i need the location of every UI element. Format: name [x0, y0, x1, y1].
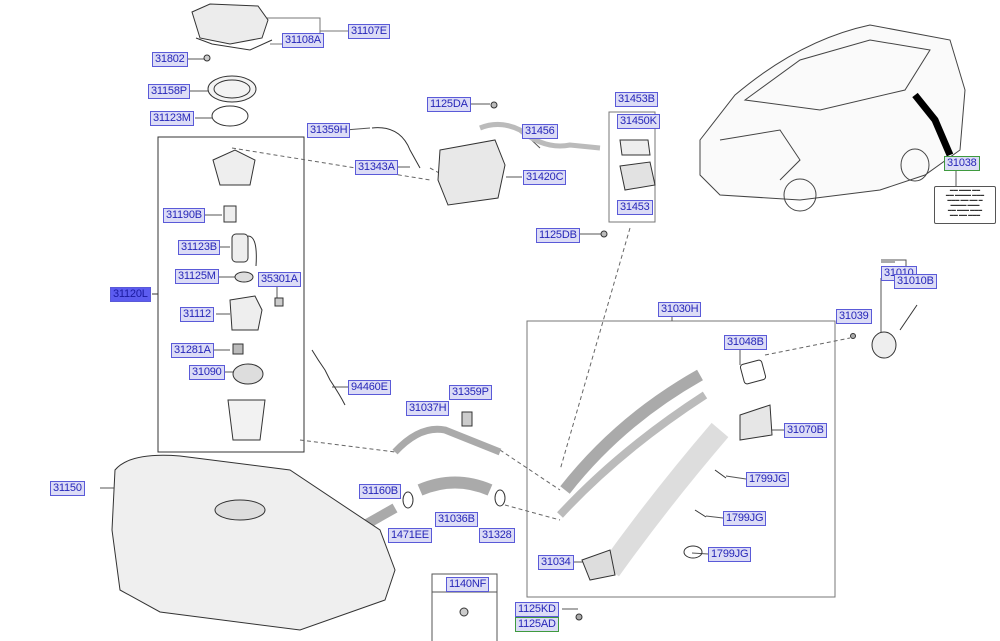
part-label[interactable]: 31112 [180, 307, 214, 322]
part-label[interactable]: 31070B [784, 423, 827, 438]
part-label[interactable]: 31359H [307, 123, 351, 138]
part-label[interactable]: 1140NF [446, 577, 490, 592]
part-label[interactable]: 31125M [175, 269, 219, 284]
part-label[interactable]: 31038 [944, 156, 980, 171]
part-label[interactable]: 35301A [258, 272, 301, 287]
part-label[interactable]: 31281A [171, 343, 214, 358]
bolt-box [431, 573, 498, 641]
canister [437, 139, 506, 206]
part-label[interactable]: 1471EE [388, 528, 432, 543]
part-label[interactable]: 31420C [523, 170, 567, 185]
part-label[interactable]: 1799JG [708, 547, 752, 562]
part-label[interactable]: 31160B [359, 484, 401, 499]
filler-neck-group-box [526, 320, 836, 598]
part-label[interactable]: 1125DA [427, 97, 471, 112]
part-label[interactable]: 31453 [617, 200, 653, 215]
fuel-tank [111, 454, 396, 631]
part-label[interactable]: 1799JG [723, 511, 767, 526]
part-label[interactable]: 31037H [406, 401, 450, 416]
part-label[interactable]: 94460E [348, 380, 391, 395]
part-label[interactable]: 31034 [538, 555, 574, 570]
part-label[interactable]: 31802 [152, 52, 188, 67]
part-label[interactable]: 1125AD [515, 617, 559, 632]
pump-cover [191, 3, 269, 45]
part-label[interactable]: 1125KD [515, 602, 559, 617]
car-illustration [699, 24, 966, 212]
part-label[interactable]: 31108A [282, 33, 324, 48]
part-label[interactable]: 31343A [355, 160, 398, 175]
part-label[interactable]: 31150 [50, 481, 85, 496]
part-label[interactable]: 31359P [449, 385, 492, 400]
part-label[interactable]: 31190B [163, 208, 205, 223]
part-label[interactable]: 1125DB [536, 228, 580, 243]
vent-valve-group-box [608, 111, 656, 223]
part-label[interactable]: 31328 [479, 528, 515, 543]
part-label[interactable]: 31158P [148, 84, 190, 99]
part-label[interactable]: 31030H [658, 302, 702, 317]
part-label[interactable]: 1799JG [746, 472, 790, 487]
part-label[interactable]: 31123M [150, 111, 194, 126]
part-label[interactable]: 31456 [522, 124, 558, 139]
part-label[interactable]: 31090 [189, 365, 225, 380]
part-label[interactable]: 31036B [435, 512, 478, 527]
part-label[interactable]: 31048B [724, 335, 767, 350]
part-label-selected[interactable]: 31120L [110, 287, 151, 302]
part-label[interactable]: 31107E [348, 24, 390, 39]
part-label[interactable]: 31039 [836, 309, 872, 324]
part-label[interactable]: 31450K [617, 114, 660, 129]
warning-label-decal: ▬▬ ▬▬▬ ▬▬▬▬ ▬▬▬▬ ▬▬▬▬▬▬ ▬▬ ▬▬ ▬▬▬▬▬ ▬▬▬▬… [934, 186, 996, 224]
part-label[interactable]: 31010B [894, 274, 937, 289]
part-label[interactable]: 31123B [178, 240, 220, 255]
part-label[interactable]: 31453B [615, 92, 658, 107]
